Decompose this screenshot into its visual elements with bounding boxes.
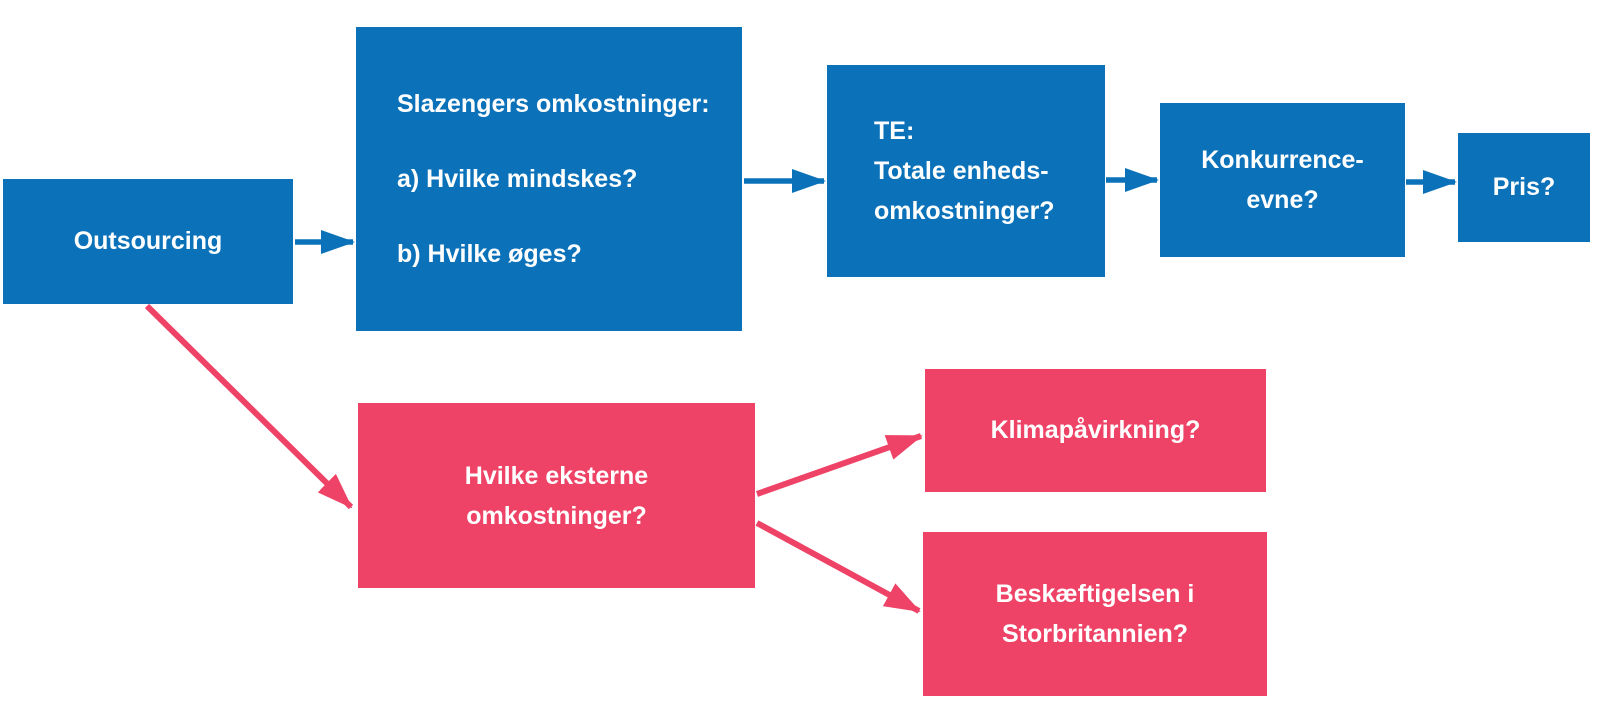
node-pris-label: Pris? xyxy=(1492,173,1556,201)
node-eksterne-line-1: Hvilke eksterne xyxy=(464,461,649,490)
node-outsourcing-label: Outsourcing xyxy=(73,227,223,255)
node-klimapaavirkning: Klimapåvirkning? xyxy=(925,369,1266,492)
node-konkurrence-line-1: Konkurrence- xyxy=(1201,146,1364,174)
node-beskaeftigelsen: Beskæftigelsen i Storbritannien? xyxy=(923,532,1267,696)
node-slazengers-line-2: a) Hvilke mindskes? xyxy=(397,165,638,193)
node-te-line-1: TE: xyxy=(874,117,915,145)
node-totale-enhedsomkostninger: TE: Totale enheds- omkostninger? xyxy=(827,65,1105,277)
node-konkurrence-line-2: evne? xyxy=(1246,186,1319,214)
arrow-eksterne-to-klima xyxy=(755,433,923,497)
node-besk-line-1: Beskæftigelsen i xyxy=(995,580,1195,608)
node-eksterne-line-2: omkostninger? xyxy=(466,501,647,530)
node-te-line-2: Totale enheds- xyxy=(874,157,1049,185)
node-konkurrenceevne: Konkurrence- evne? xyxy=(1160,103,1405,257)
node-slazengers-line-1: Slazengers omkostninger: xyxy=(397,90,710,118)
node-slazengers-omkostninger: Slazengers omkostninger: a) Hvilke minds… xyxy=(356,27,742,331)
node-outsourcing: Outsourcing xyxy=(3,179,293,304)
node-pris: Pris? xyxy=(1458,133,1590,242)
node-besk-line-2: Storbritannien? xyxy=(1001,620,1189,648)
node-eksterne-omkostninger: Hvilke eksterne omkostninger? xyxy=(358,403,755,588)
node-slazengers-line-3: b) Hvilke øges? xyxy=(397,240,582,268)
arrow-eksterne-to-besk xyxy=(755,520,921,614)
node-klima-label: Klimapåvirkning? xyxy=(990,416,1201,444)
arrow-outsourcing-to-eksterne xyxy=(144,303,354,510)
node-te-line-3: omkostninger? xyxy=(874,197,1055,225)
